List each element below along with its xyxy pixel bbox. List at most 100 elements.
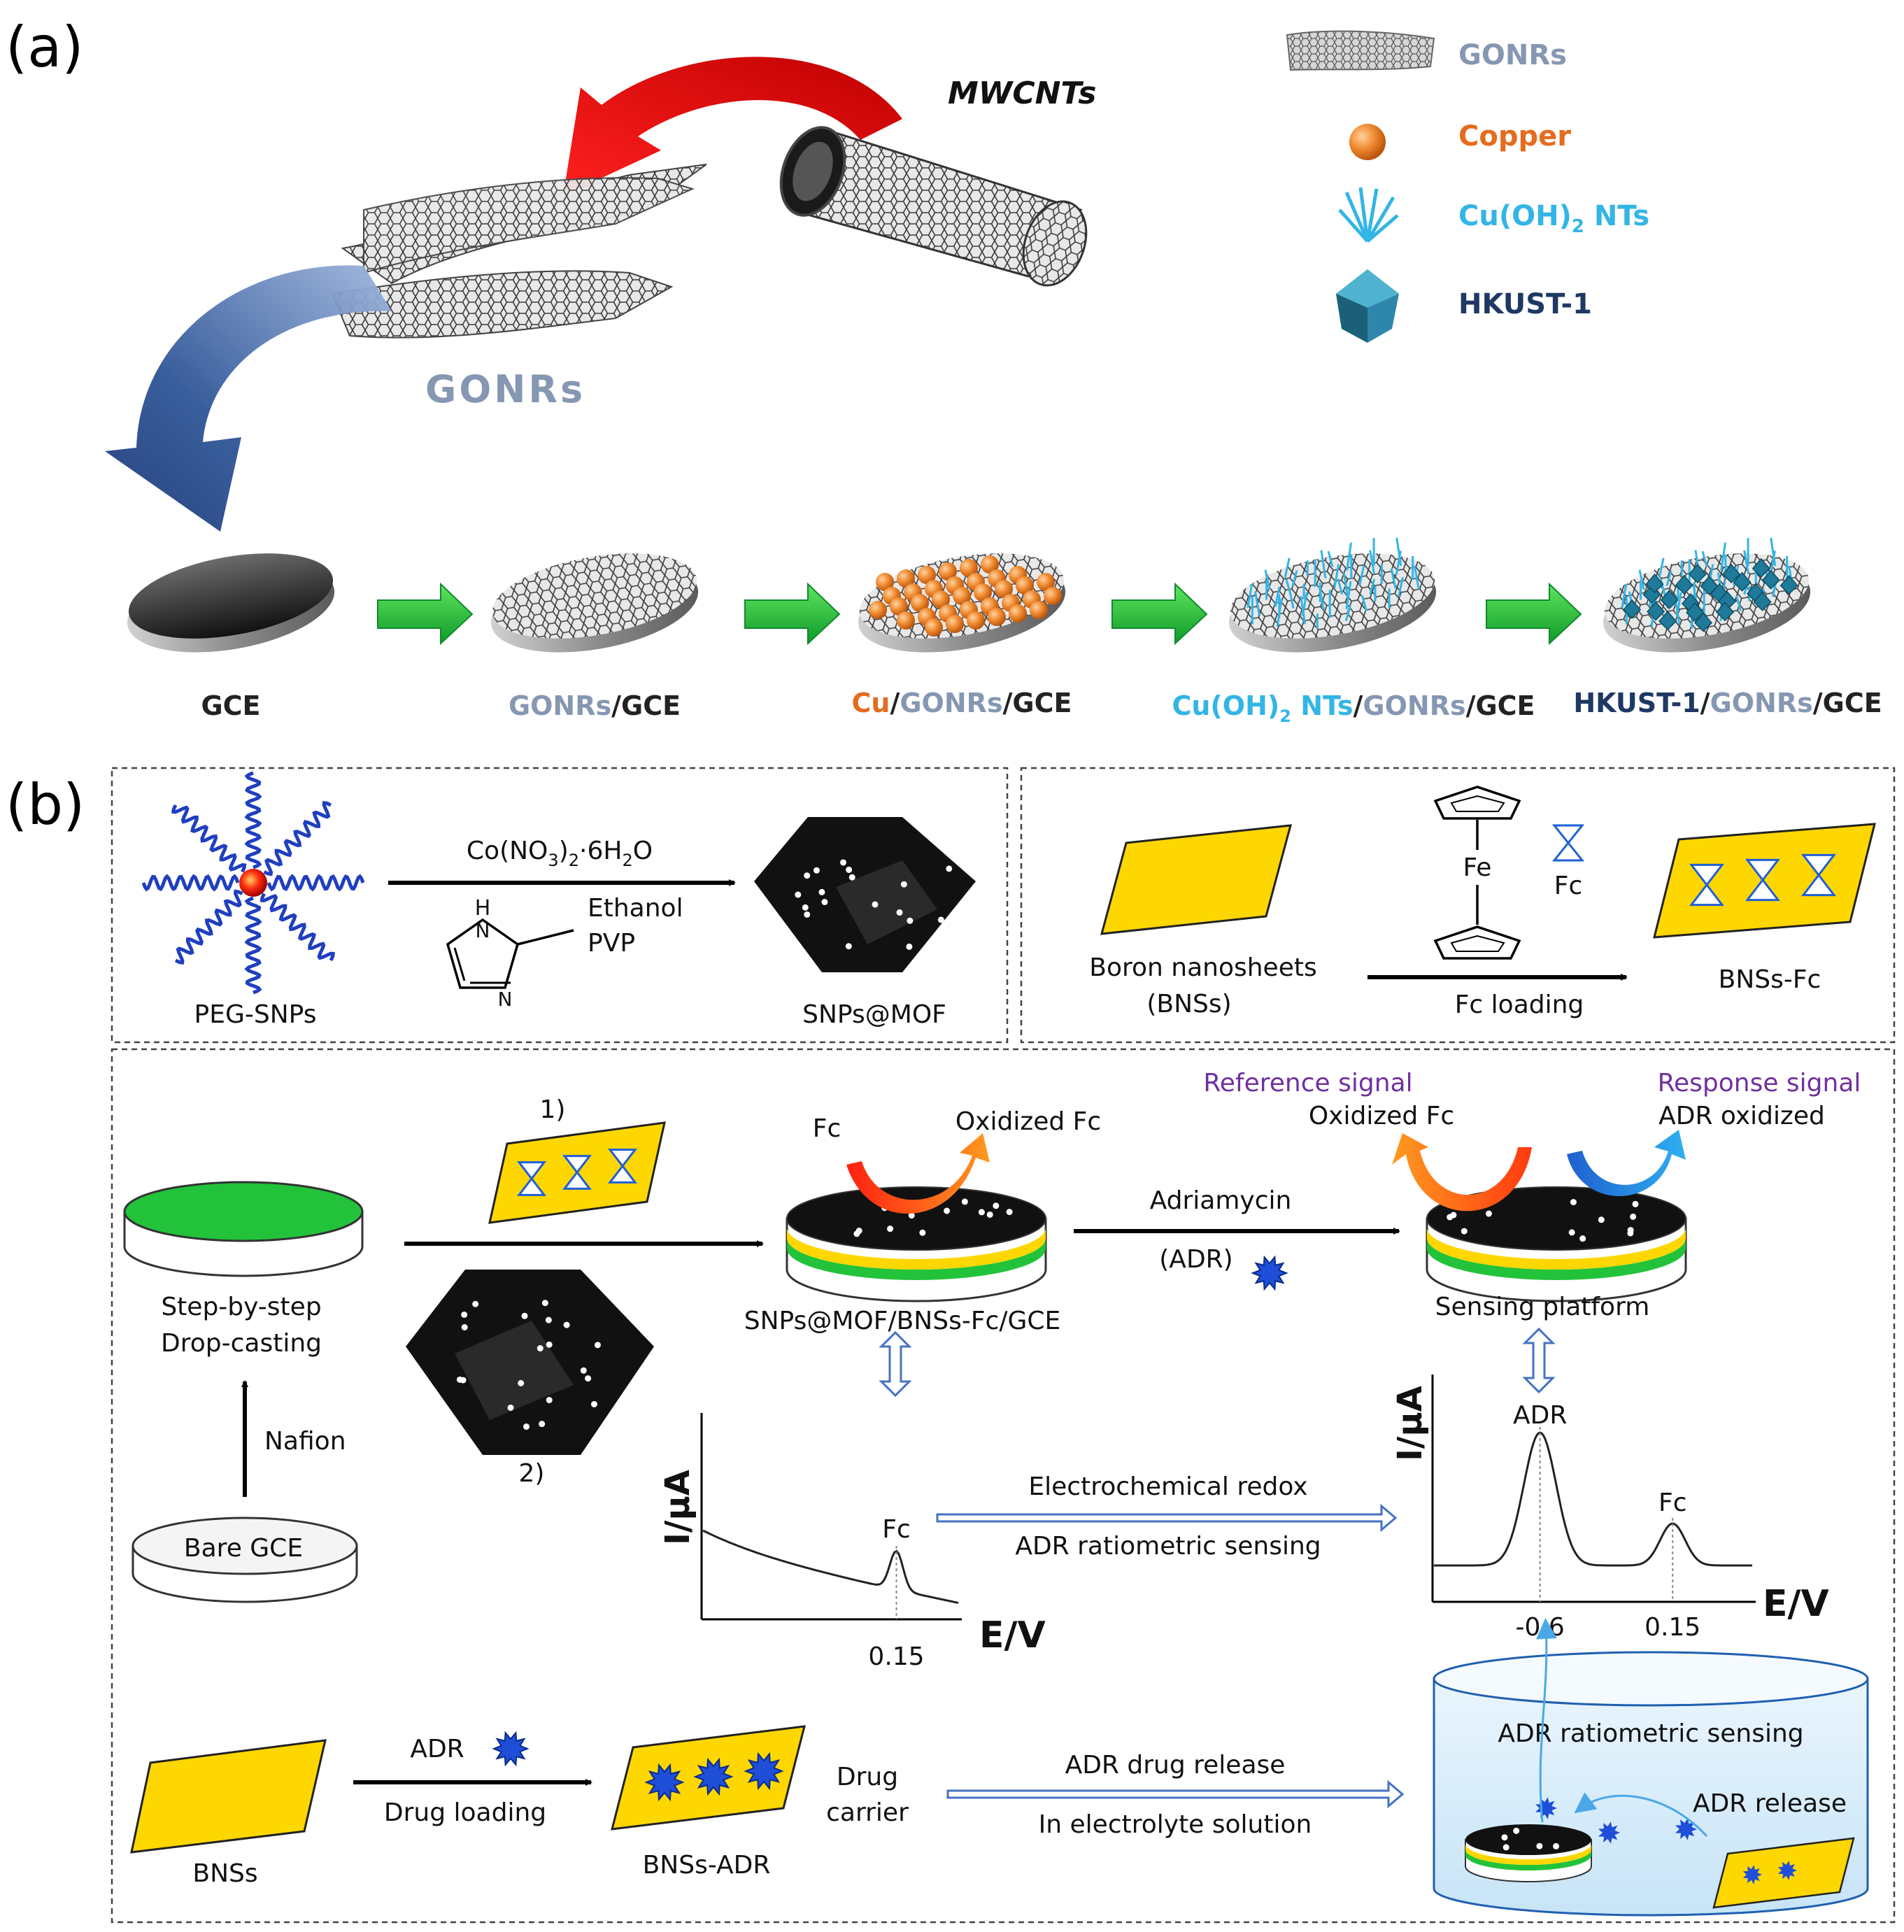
fc-hourglass-icon (1551, 824, 1585, 862)
electrode-pore (1485, 1210, 1492, 1217)
beaker-bns-adr-sheet (1712, 1837, 1855, 1909)
drop-casting-label-2: Drop-casting (161, 1329, 322, 1358)
copper-particle (995, 580, 1013, 598)
hkust-crystal (1722, 563, 1741, 584)
nanotube (1638, 569, 1645, 590)
drug-loading-label: Drug loading (384, 1798, 546, 1827)
chart1-peak-label: Fc (882, 1515, 911, 1544)
electrode-pore (1598, 1216, 1605, 1223)
bare-gce-label: Bare GCE (184, 1534, 303, 1563)
nafion-label: Nafion (264, 1427, 346, 1456)
mof-pore (907, 917, 914, 924)
electrode-pore (1006, 1209, 1013, 1216)
fc-hourglass-icon (1745, 858, 1781, 902)
legend-cuoh-label: Cu(OH)2 NTs (1458, 200, 1649, 237)
copper-particle (925, 618, 943, 637)
mof-pore (896, 909, 903, 916)
nanotube (1346, 542, 1353, 571)
reference-signal-label: Reference signal (1203, 1069, 1412, 1098)
sensing-platform-electrode (1426, 1186, 1687, 1302)
nanotube (1390, 568, 1397, 589)
panel-b-label: (b) (6, 772, 85, 837)
drug-release-arrow (946, 1780, 1405, 1809)
copper-particle (967, 611, 985, 630)
double-arrow-left (879, 1330, 912, 1398)
peg-chain (244, 771, 262, 869)
electrode-pore (1502, 1844, 1509, 1851)
mof-pore (585, 1375, 592, 1382)
mof-pore (872, 901, 879, 908)
electrode-pore (1568, 1229, 1575, 1236)
imidazole-n1: N (476, 919, 490, 942)
fe-label: Fe (1463, 853, 1492, 882)
electrode-name-label: SNPs@MOF/BNSs-Fc/GCE (744, 1307, 1060, 1335)
electrode-pore (978, 1209, 985, 1216)
nanotube (1342, 572, 1349, 601)
electrode-hkust-gce (1603, 537, 1811, 653)
fc-hourglass-icon (607, 1149, 638, 1184)
adr-load-label: ADR (410, 1735, 464, 1763)
imidazole-n2: N (498, 988, 513, 1011)
nanotube (1345, 581, 1352, 610)
mof-pore (804, 911, 811, 918)
voltammogram-chart-2: I/μA E/V ADR Fc -0.6 0.15 (1391, 1375, 1829, 1642)
chart2-xlabel: E/V (1763, 1583, 1829, 1625)
hkust-crystal (1642, 584, 1661, 604)
panel-a: (a) MWCNTs GONRs GONRs Copper (6, 15, 1882, 726)
fc-hourglass-icon (516, 1161, 547, 1196)
hkust-crystal (1779, 575, 1798, 595)
peg-snps-label: PEG-SNPs (194, 1000, 317, 1029)
peg-chain (171, 804, 247, 873)
step-label-gonrs-gce: GONRs/GCE (509, 690, 681, 721)
hkust-crystal (1623, 599, 1642, 619)
mof-pore (460, 1377, 467, 1384)
copper-particle (981, 555, 999, 574)
electrode-pore (1579, 1235, 1586, 1242)
mof-pore (545, 1316, 552, 1323)
copper-particle (918, 566, 936, 584)
adr-abbr-label: (ADR) (1159, 1245, 1232, 1274)
oxidized-fc-label: Oxidized Fc (955, 1107, 1101, 1136)
nanotube (1276, 598, 1283, 627)
nanotube (1264, 569, 1271, 590)
bns-label-2: (BNSs) (1146, 990, 1231, 1018)
hkust-crystal (1752, 557, 1770, 578)
fc-hourglass-icon (1800, 853, 1837, 897)
mof-pore (900, 881, 907, 888)
nanotube (1285, 578, 1292, 595)
copper-particle (946, 615, 964, 633)
hkust-crystal (1647, 601, 1665, 621)
boron-nanosheet (1100, 824, 1293, 935)
mof-pore (541, 1300, 548, 1307)
methylimidazole-structure (446, 918, 574, 989)
mwcnts-label: MWCNTs (948, 76, 1096, 111)
released-adr-molecules (1535, 1797, 1697, 1844)
copper-particle (1037, 573, 1055, 591)
box-bottom (111, 1048, 1896, 1924)
electrode-pore (993, 1202, 1000, 1209)
hkust-crystal (1686, 602, 1705, 622)
hkust-crystal (1658, 610, 1677, 631)
mwcnt-illustration (779, 126, 1088, 287)
fc-hourglass-icon (1689, 863, 1725, 907)
mof-pore (937, 916, 944, 923)
mof-pore (804, 872, 811, 879)
electrode-pore (944, 1207, 951, 1214)
electrode-pore (908, 1212, 915, 1219)
chart2-tick-label-neg: -0.6 (1516, 1613, 1565, 1642)
chart1-tick-label: 0.15 (868, 1642, 924, 1671)
mof-pore (546, 1397, 553, 1404)
imidazole-nh: H (475, 896, 491, 921)
nanotube (1337, 578, 1344, 595)
mof-pore (539, 1421, 546, 1428)
mof-pore (946, 865, 953, 872)
redox-label: Electrochemical redox (1028, 1472, 1307, 1501)
adr-molecule (693, 1757, 734, 1796)
chart2-peak-label-adr: ADR (1513, 1401, 1567, 1430)
step-label-gce: GCE (201, 690, 260, 721)
peg-chain (244, 896, 262, 995)
cuoh-nanotubes (1246, 537, 1420, 630)
nanotube (1327, 551, 1334, 567)
bns-bottom-label: BNSs (192, 1859, 257, 1888)
nanotube (1253, 591, 1260, 616)
